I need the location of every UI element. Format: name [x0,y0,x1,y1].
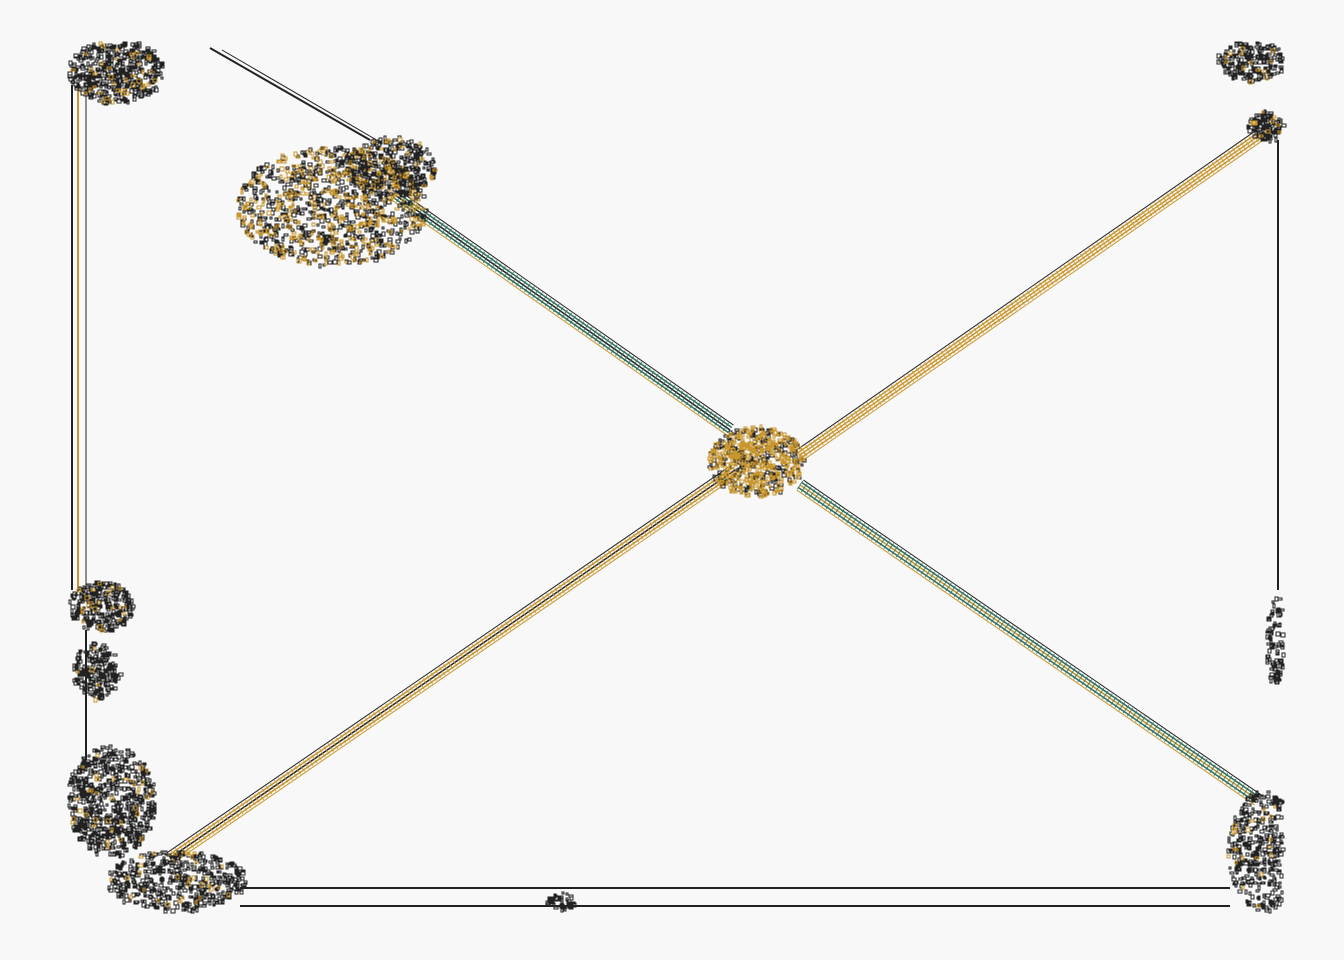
stream-line [803,479,1262,796]
cluster-center [707,424,807,499]
stream-line [803,139,1264,461]
cluster-right-joint [1246,109,1287,144]
stream-line [797,486,1257,804]
cluster-dark-cells [1226,790,1286,914]
stream-line [398,189,734,426]
cluster-gold-cells [707,424,806,499]
cluster-upper-mass [236,145,429,269]
stream-line [173,474,739,864]
cluster-right-edge [1265,596,1286,685]
cluster-bottom-right [1226,790,1286,914]
cluster-dark-cells [1246,109,1287,144]
stream-line [167,466,734,857]
cluster-gold-cells [70,41,158,105]
frame-line [209,47,371,141]
cluster-gold-cells [344,137,438,195]
cluster-bottom-mid [545,891,577,913]
cluster-gold-cells [70,753,154,850]
cluster-gold-cells [109,851,231,907]
cluster-bottom-corner [107,850,248,914]
cluster-gold-cells [1226,805,1277,908]
cluster-dark-cells [545,891,577,913]
stream-upper-right [796,129,1264,461]
cluster-gold-cells [76,581,127,633]
diagonal-streams [166,129,1264,864]
stream-upper-left [391,189,734,436]
stream-hatch [796,480,1258,802]
cluster-gold-cells [1250,110,1282,138]
frame-lines [71,47,1279,907]
cluster-top-left [67,41,165,106]
stream-lower-right [796,479,1262,806]
stream-line [166,464,732,854]
stream-line [796,129,1257,451]
cluster-gold-cells [236,146,426,266]
cluster-gold-cells [75,646,100,703]
cluster-dark-cells [1265,596,1286,685]
cluster-gold-cells [1224,46,1276,85]
cluster-dark-cells [72,641,124,701]
stream-line [396,191,733,429]
cell-clusters [67,41,1287,914]
cluster-dark-cells [107,850,248,914]
cluster-left-lower [72,641,124,703]
stream-line [801,481,1261,799]
stream-lower-left [166,464,739,864]
stream-hatch [166,468,735,863]
stream-line [799,484,1259,801]
stream-line [392,196,729,434]
cluster-upper-joint [344,135,438,198]
stream-line [796,489,1255,806]
cluster-left-mid [68,580,136,633]
stream-line [391,199,727,436]
stream-line [169,469,736,859]
stream-hatch [391,190,730,432]
stream-line [394,194,731,431]
cluster-bottom-left [67,744,157,859]
stream-line [171,471,738,862]
cluster-top-right [1216,41,1285,85]
frame-line [221,49,381,143]
